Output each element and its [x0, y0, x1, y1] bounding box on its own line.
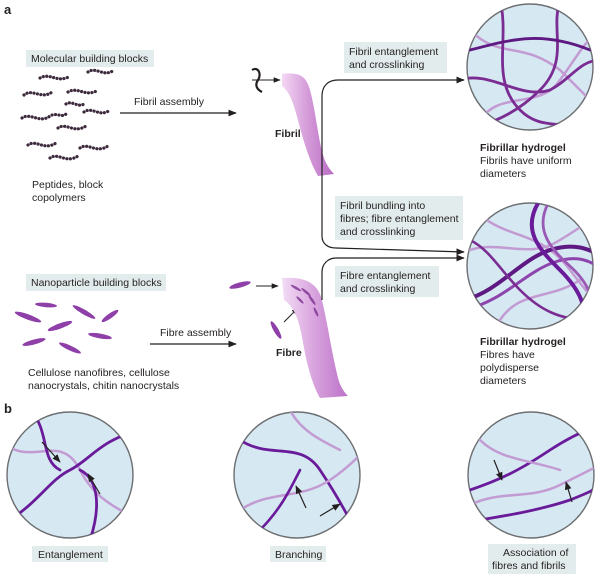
- peptides-label-line1: Peptides, block: [32, 179, 104, 191]
- hydrogel2-desc-line2: polydisperse: [480, 362, 539, 374]
- fibril-entanglement-box: Fibril entanglement and crosslinking: [344, 42, 447, 73]
- bundling-line3: and crosslinking: [340, 226, 415, 238]
- fibrillar-hydrogel-circle-1: [466, 3, 594, 131]
- fibre-entanglement-box: Fibre entanglement and crosslinking: [335, 266, 439, 297]
- entanglement-label: Entanglement: [38, 549, 103, 561]
- fibril-to-hydrogel1-arrow: [321, 76, 465, 176]
- hydrogel1-desc-line2: diameters: [480, 168, 526, 180]
- branching-label-box: Branching: [270, 546, 326, 562]
- cellulose-label-line2: nanocrystals, chitin nanocrystals: [28, 380, 179, 392]
- entanglement-label-box: Entanglement: [32, 546, 108, 562]
- hydrogel1-desc-line1: Fibrils have uniform: [480, 155, 572, 167]
- association-circle: [467, 411, 595, 539]
- hydrogel1-title: Fibrillar hydrogel: [480, 142, 566, 154]
- fibrillar-hydrogel-circle-2: [466, 202, 594, 330]
- single-nanorod: [229, 281, 251, 289]
- fibril-bundling-box: Fibril bundling into fibres; fibre entan…: [335, 196, 463, 240]
- fibril-label: Fibril: [275, 128, 301, 140]
- association-label-box: Association of fibres and fibrils: [488, 544, 576, 574]
- fibril-shape: [282, 73, 334, 176]
- fibre-entangle-line1: Fibre entanglement: [340, 270, 431, 282]
- bundling-line1: Fibril bundling into: [340, 200, 425, 212]
- association-label-line1: Association of: [503, 547, 568, 559]
- molecular-building-blocks-box: Molecular building blocks: [26, 50, 154, 67]
- nanoparticle-rods: [14, 302, 119, 354]
- fibril-entangle-line2: and crosslinking: [349, 59, 424, 71]
- hydrogel2-desc-line3: diameters: [480, 375, 526, 387]
- entanglement-circle: [6, 411, 134, 539]
- fibre-rods: [290, 284, 319, 317]
- hydrogel2-desc-line1: Fibres have: [480, 349, 535, 361]
- peptides-label-line2: copolymers: [32, 192, 86, 204]
- cellulose-label-line1: Cellulose nanofibres, cellulose: [28, 367, 170, 379]
- panel-b-letter: b: [4, 401, 12, 416]
- peptide-chains: [20, 68, 116, 161]
- single-nanorod-2: [270, 321, 282, 339]
- fibre-assembly-label: Fibre assembly: [160, 327, 232, 339]
- fibre-entangle-line2: and crosslinking: [340, 283, 415, 295]
- fibre-shape: [282, 277, 348, 398]
- branching-label: Branching: [275, 549, 322, 561]
- association-label-line2: fibres and fibrils: [492, 560, 566, 572]
- fibre-to-hydrogel2-arrow: [321, 254, 465, 300]
- bundling-line2: fibres; fibre entanglement: [340, 213, 459, 225]
- hydrogel2-title: Fibrillar hydrogel: [480, 336, 566, 348]
- nanoparticle-building-blocks-label: Nanoparticle building blocks: [31, 277, 162, 289]
- fibril-assembly-label: Fibril assembly: [134, 96, 205, 108]
- fibril-entangle-line1: Fibril entanglement: [349, 46, 438, 58]
- fibril-bundling-arrow: [321, 176, 465, 256]
- panel-a-letter: a: [4, 2, 12, 17]
- fibre-label: Fibre: [276, 347, 302, 359]
- nanoparticle-building-blocks-box: Nanoparticle building blocks: [26, 274, 166, 291]
- branching-circle: [233, 411, 361, 539]
- molecular-building-blocks-label: Molecular building blocks: [31, 53, 148, 65]
